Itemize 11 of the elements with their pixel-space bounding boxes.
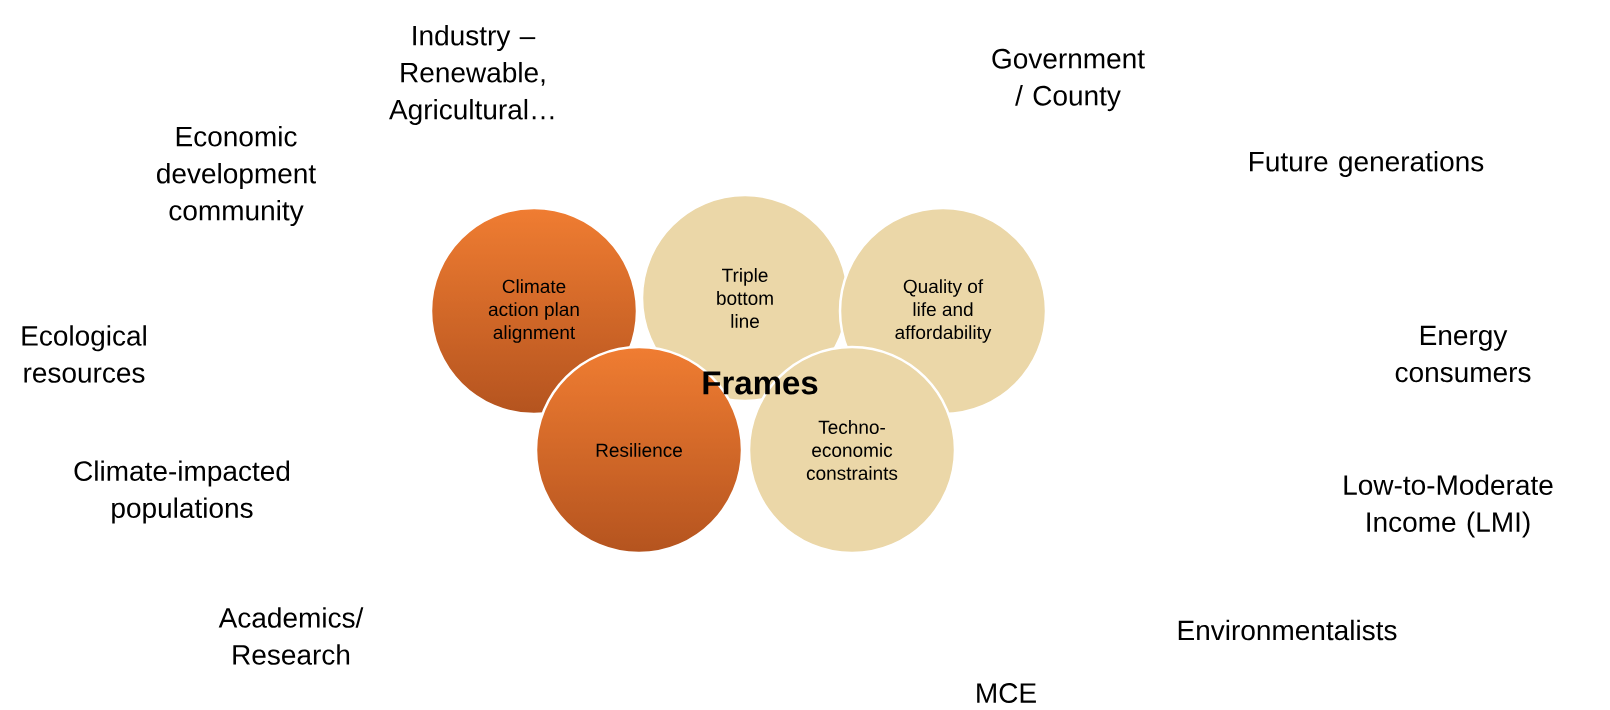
stakeholder-label: Economic development community [157,125,316,227]
stakeholder-label: Industry – Renewable, Agricultural… [389,24,554,126]
stakeholder-label: Ecological resources [22,325,146,383]
stakeholder-label: Low-to-Moderate Income (LMI) [1344,474,1553,538]
stakeholder-label: MCE [977,683,1036,703]
stakeholder-label: Future generations [1250,150,1484,178]
stakeholder-label: Government / County [992,48,1145,112]
stakeholder-label: Academics/ Research [218,607,364,665]
stakeholder-label: Environmentalists [1178,619,1397,641]
stakeholder-label: Energy consumers [1395,325,1531,383]
stakeholder-label: Climate-impacted populations [74,460,290,524]
